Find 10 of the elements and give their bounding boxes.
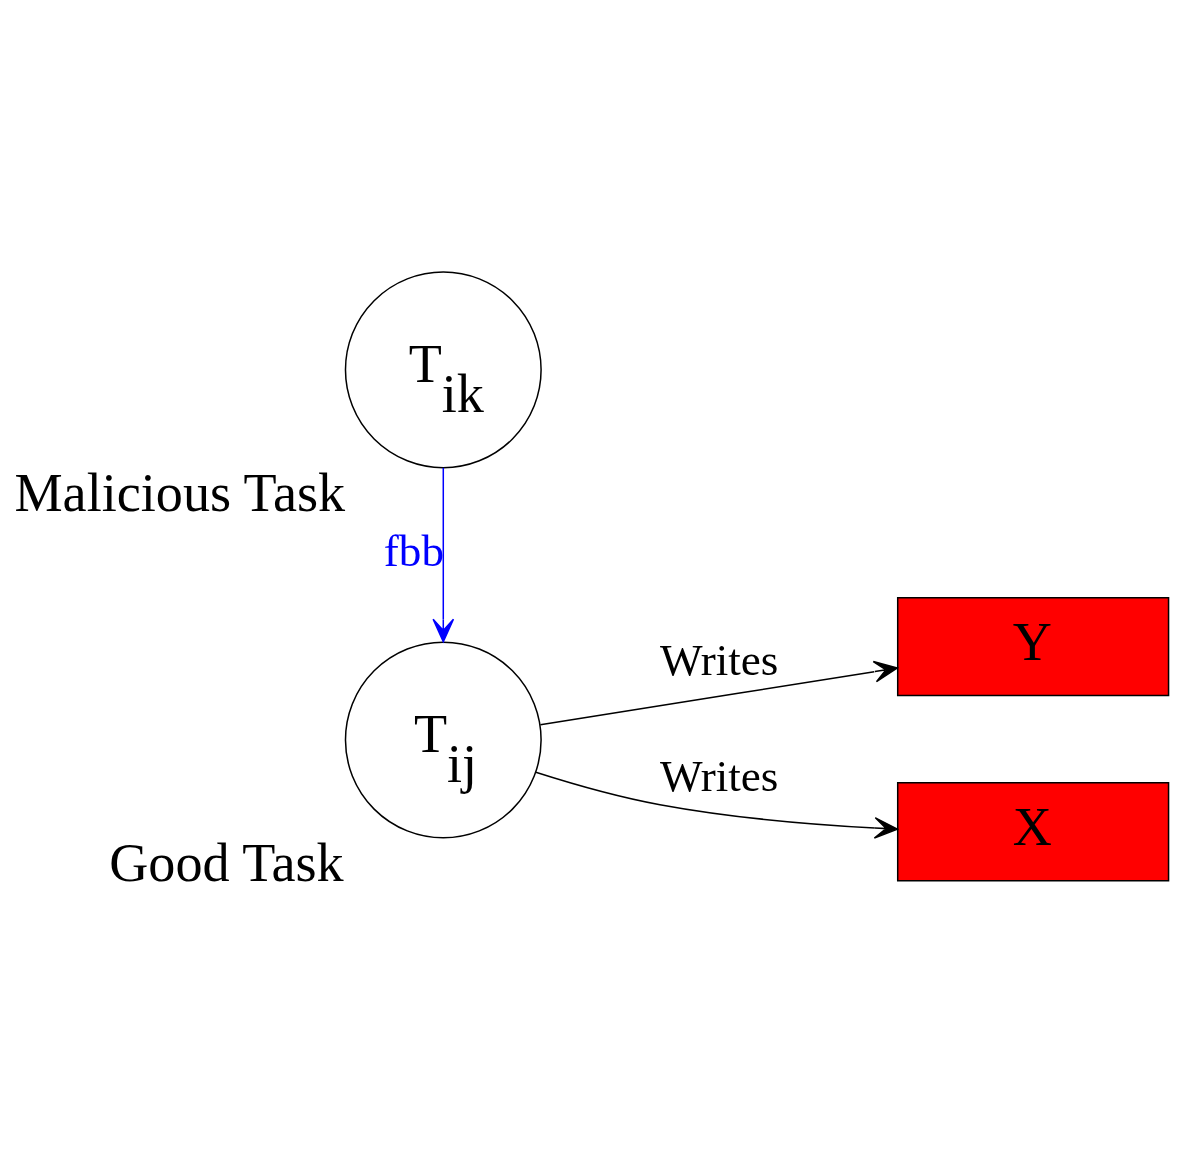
node-box: Y: [896, 597, 1170, 697]
node-label: Good Task: [109, 833, 344, 894]
edge-label: fbb: [383, 526, 445, 577]
node-label: Malicious Task: [14, 462, 346, 523]
edge-label: Writes: [659, 635, 779, 686]
node-box: X: [896, 782, 1170, 882]
arrow: [432, 467, 455, 643]
edge-label: Writes: [659, 751, 779, 802]
arrow: [535, 771, 899, 839]
arrow: [539, 660, 898, 726]
